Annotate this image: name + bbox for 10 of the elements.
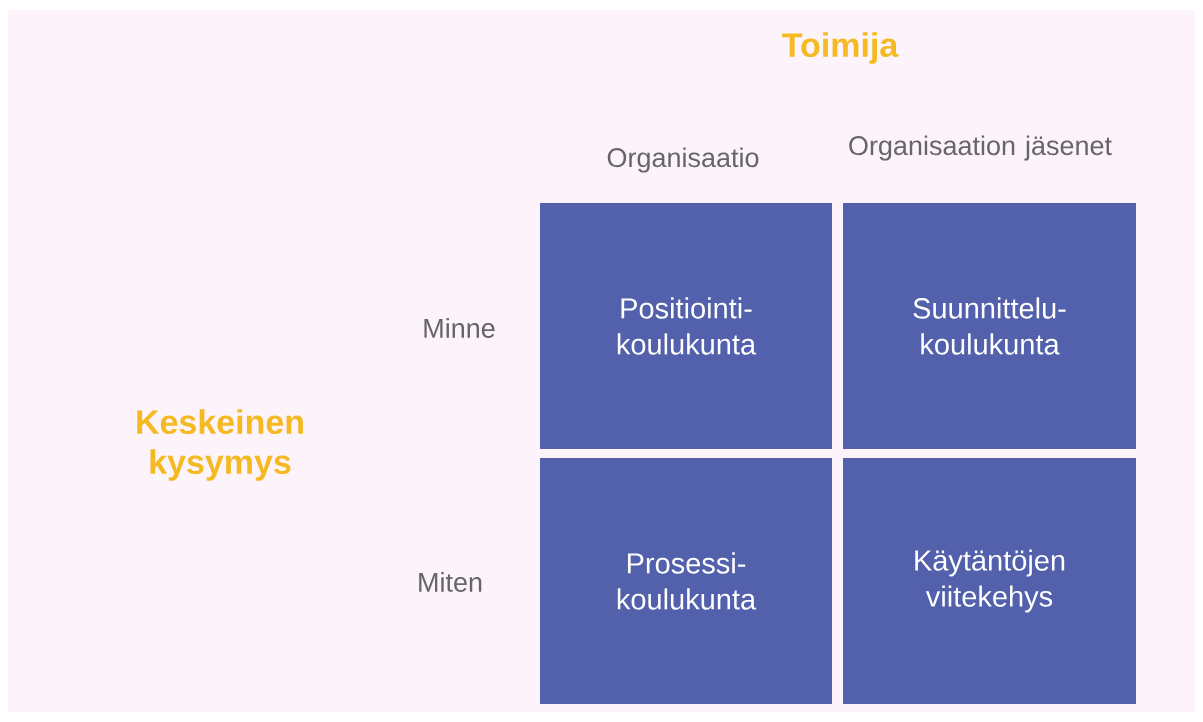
column-header: Organisaation jäsenet	[849, 135, 1112, 161]
row-header: Minne	[424, 318, 495, 338]
axis-title: Toimija	[782, 32, 899, 64]
quadrant-box: Suunnittelu- koulukunta	[843, 203, 1136, 449]
row-header: Miten	[419, 572, 482, 592]
quadrant-box: Käytäntöjen viitekehys	[843, 458, 1136, 704]
quadrant-box: Prosessi- koulukunta	[540, 458, 832, 704]
axis-title: Keskeinen kysymys	[137, 409, 303, 481]
quadrant-box: Positiointi- koulukunta	[540, 203, 832, 449]
column-header: Organisaatio	[607, 147, 759, 173]
